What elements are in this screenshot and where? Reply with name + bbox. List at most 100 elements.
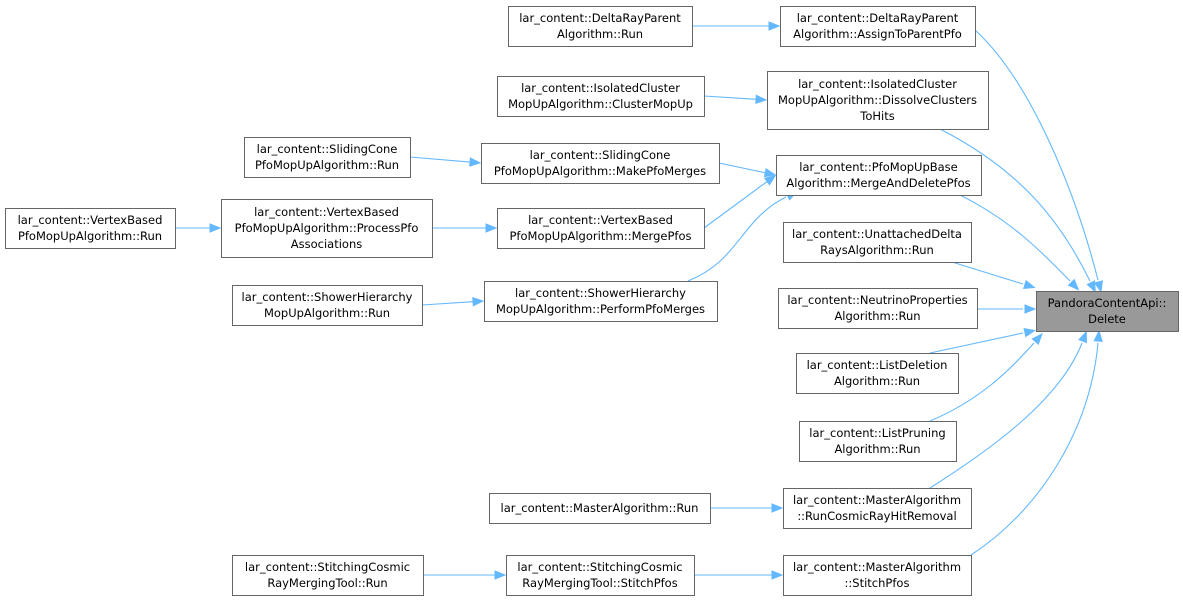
- nodes-layer: PandoraContentApi::Delete lar_content::De…: [5, 6, 1179, 596]
- node-ma-cosmic[interactable]: lar_content::MasterAlgorithm::RunCosmicR…: [783, 488, 972, 529]
- edge-line: [703, 95, 757, 100]
- node-label-line: lar_content::ShowerHierarchy: [515, 286, 686, 300]
- edge-ma_stitch-to-target: [970, 329, 1103, 556]
- node-label-line: lar_content::IsolatedCluster: [521, 81, 680, 95]
- edge-line: [959, 194, 1071, 282]
- edge-arrowhead: [1023, 328, 1037, 338]
- edge-arrowhead: [755, 94, 768, 105]
- node-label-line: Delete: [1088, 312, 1126, 326]
- node-box: [506, 555, 695, 596]
- edges-layer: [175, 21, 1103, 580]
- node-ma-run[interactable]: lar_content::MasterAlgorithm::Run: [489, 493, 711, 524]
- node-label-line: PfoMopUpAlgorithm::MakePfoMerges: [494, 164, 706, 178]
- edge-arrowhead: [1023, 279, 1036, 289]
- node-box: [221, 199, 433, 258]
- edge-drp_assign-to-target: [974, 29, 1103, 293]
- node-sh-perform[interactable]: lar_content::ShowerHierarchyMopUpAlgorit…: [484, 281, 718, 322]
- node-label-line: lar_content::SlidingCone: [257, 142, 398, 156]
- node-label-line: lar_content::VertexBased: [254, 205, 399, 219]
- edge-ma_cosmic-to-target: [929, 330, 1087, 489]
- edge-arrowhead: [1067, 278, 1080, 291]
- node-box: [481, 143, 720, 184]
- node-target[interactable]: PandoraContentApi::Delete: [1036, 291, 1179, 332]
- edge-line: [929, 342, 1083, 489]
- node-box: [778, 288, 978, 329]
- edge-arrowhead: [1093, 280, 1103, 293]
- node-label-line: MopUpAlgorithm::Run: [264, 306, 390, 320]
- node-label-line: lar_content::PfoMopUpBase: [799, 160, 958, 174]
- edge-ld_run-to-target: [929, 328, 1037, 354]
- node-scr-stitch[interactable]: lar_content::StitchingCosmicRayMergingTo…: [506, 555, 695, 596]
- node-icm-dissolve[interactable]: lar_content::IsolatedClusterMopUpAlgorit…: [767, 71, 989, 130]
- node-drp-assign[interactable]: lar_content::DeltaRayParentAlgorithm::As…: [780, 6, 976, 47]
- node-label-line: RayMergingTool::Run: [267, 576, 387, 590]
- node-label-line: lar_content::VertexBased: [18, 213, 163, 227]
- node-label-line: lar_content::DeltaRayParent: [519, 11, 681, 25]
- edge-sh_run-to-sh_perform: [421, 297, 485, 307]
- edge-lp_run-to-target: [929, 333, 1043, 422]
- node-udr-run[interactable]: lar_content::UnattachedDeltaRaysAlgorith…: [783, 222, 972, 263]
- edge-np_run-to-target: [977, 304, 1037, 314]
- edge-drp_run-to-drp_assign: [692, 21, 781, 31]
- edge-arrowhead: [771, 503, 784, 513]
- edge-arrowhead: [1093, 329, 1103, 342]
- node-box: [232, 555, 424, 596]
- edge-arrowhead: [768, 21, 781, 31]
- node-drp-run[interactable]: lar_content::DeltaRayParentAlgorithm::Ru…: [508, 6, 693, 47]
- node-label-line: lar_content::MasterAlgorithm: [793, 493, 961, 507]
- node-ma-stitch[interactable]: lar_content::MasterAlgorithm::StitchPfos: [783, 555, 972, 596]
- edge-scr_stitch-to-ma_stitch: [694, 570, 784, 580]
- node-label-line: PfoMopUpAlgorithm::Run: [18, 229, 162, 243]
- edge-line: [929, 332, 1024, 354]
- node-label-line: lar_content::ListDeletion: [807, 358, 948, 372]
- edge-icm_clustermopup-to-icm_dissolve: [703, 94, 768, 105]
- node-box: [796, 353, 959, 394]
- edge-arrowhead: [763, 174, 777, 186]
- edge-arrowhead: [763, 167, 777, 178]
- node-label-line: RayMergingTool::StitchPfos: [522, 576, 677, 590]
- node-np-run[interactable]: lar_content::NeutrinoPropertiesAlgorithm…: [778, 288, 978, 329]
- node-label-line: Algorithm::Run: [557, 27, 643, 41]
- node-label-line: lar_content::SlidingCone: [530, 148, 671, 162]
- node-box: [767, 71, 989, 130]
- node-label-line: ToHits: [859, 109, 894, 123]
- node-pfo-merge-delete[interactable]: lar_content::PfoMopUpBaseAlgorithm::Merg…: [776, 155, 982, 196]
- edge-line: [687, 196, 787, 282]
- edge-icm_dissolve-to-target: [939, 128, 1096, 293]
- node-label-line: PfoMopUpAlgorithm::Run: [255, 158, 399, 172]
- node-scm-run[interactable]: lar_content::SlidingConePfoMopUpAlgorith…: [244, 137, 411, 178]
- edge-arrowhead: [209, 223, 222, 233]
- node-box: [508, 6, 693, 47]
- node-box: [484, 281, 718, 322]
- node-box: [1036, 291, 1179, 332]
- node-vb-merge[interactable]: lar_content::VertexBasedPfoMopUpAlgorith…: [497, 208, 705, 249]
- edge-scm_run-to-scm_make: [409, 156, 482, 167]
- edge-udr_run-to-target: [951, 261, 1036, 289]
- node-box: [489, 493, 711, 524]
- node-icm-clustermopup[interactable]: lar_content::IsolatedClusterMopUpAlgorit…: [497, 76, 705, 117]
- node-label-line: ::StitchPfos: [845, 576, 910, 590]
- node-box: [780, 6, 976, 47]
- edge-arrowhead: [472, 297, 485, 307]
- edge-arrowhead: [1024, 304, 1037, 314]
- node-vb-process[interactable]: lar_content::VertexBasedPfoMopUpAlgorith…: [221, 199, 433, 258]
- edge-arrowhead: [469, 157, 482, 167]
- node-box: [5, 208, 176, 249]
- node-label-line: Algorithm::Run: [834, 374, 920, 388]
- edge-arrowhead: [1031, 333, 1043, 346]
- edge-line: [421, 301, 474, 306]
- node-sh-run[interactable]: lar_content::ShowerHierarchyMopUpAlgorit…: [232, 285, 423, 326]
- node-scm-make[interactable]: lar_content::SlidingConePfoMopUpAlgorith…: [481, 143, 720, 184]
- node-scr-run[interactable]: lar_content::StitchingCosmicRayMergingTo…: [232, 555, 424, 596]
- node-box: [783, 222, 972, 263]
- edge-line: [409, 156, 471, 163]
- node-label-line: Algorithm::Run: [834, 309, 920, 323]
- node-vb-run[interactable]: lar_content::VertexBasedPfoMopUpAlgorith…: [5, 208, 176, 249]
- edge-line: [703, 181, 768, 229]
- edge-pfo_merge_delete-to-target: [959, 194, 1080, 291]
- node-label-line: PfoMopUpAlgorithm::MergePfos: [510, 229, 692, 243]
- node-label-line: ::RunCosmicRayHitRemoval: [797, 509, 956, 523]
